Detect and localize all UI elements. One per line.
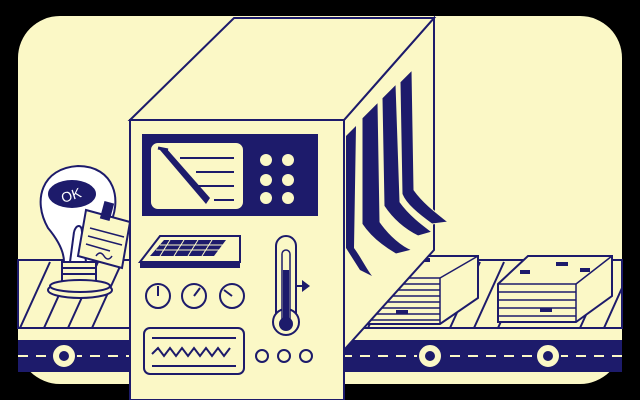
bulb-ok-label: OK — [59, 184, 84, 206]
note-icon — [76, 201, 132, 270]
control-knobs — [260, 154, 294, 204]
pen-icon — [157, 146, 234, 204]
keyboard-icon — [137, 235, 241, 268]
thermometer-icon — [272, 235, 310, 336]
graph-icon — [143, 327, 245, 375]
paper-ribbons — [346, 68, 450, 276]
paper-stack-icon — [497, 255, 613, 323]
control-buttons — [255, 349, 313, 363]
gauge-icon — [145, 283, 245, 309]
